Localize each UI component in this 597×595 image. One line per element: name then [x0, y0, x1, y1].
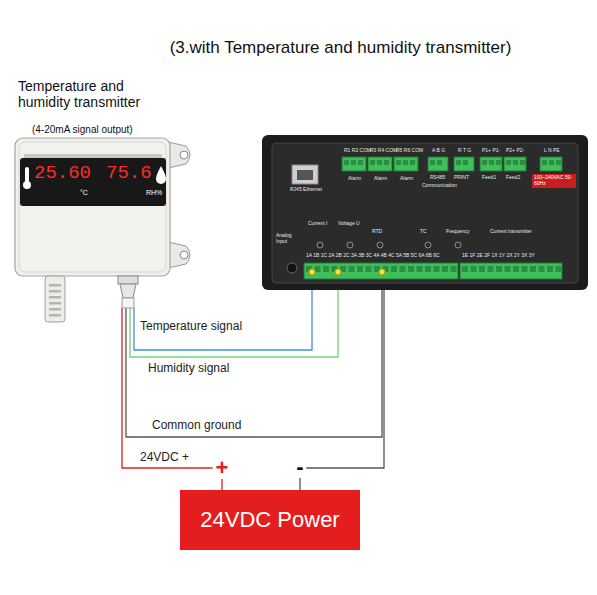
panel-terminal-label: Communication: [422, 183, 457, 189]
panel-terminal-label: R3 R4 COM: [370, 148, 397, 154]
polarity-sign: +: [213, 457, 232, 479]
panel-terminal-label: Current transmitter: [490, 229, 532, 235]
controller-illustration: [262, 135, 588, 290]
display-unit: °C: [80, 189, 88, 197]
panel-terminal-label: 1E 1F 2E 2F 1X 1Y 2X 2Y 3X 3Y: [462, 253, 535, 259]
panel-terminal-label: 100~240VAC 50-60Hz: [532, 174, 576, 188]
signal-wire: [134, 290, 312, 350]
transmitter-illustration: [10, 72, 200, 332]
panel-terminal-label: R T G: [458, 148, 471, 154]
panel-terminal-label: Frequency: [446, 229, 470, 235]
wire-label: Common ground: [152, 419, 241, 433]
panel-terminal-label: RS485: [430, 175, 445, 181]
polarity-sign: -: [293, 456, 306, 478]
panel-terminal-label: Alarm: [374, 176, 387, 182]
signal-wire: [122, 308, 222, 490]
wire-label: Humidity signal: [148, 362, 229, 376]
panel-terminal-label: 1A 1B 1C 2A 2B 2C 3A 3B 3C 4A 4B 4C 5A 5…: [306, 253, 440, 259]
wire-label: 24VDC +: [140, 451, 189, 465]
display-unit: RH%: [146, 189, 162, 197]
controller-panel: RJ45 Ethernet R1 R2 COMR3 R4 COMR5 R6 COM…: [262, 135, 588, 290]
diagram-title: (3.with Temperature and humidity transmi…: [0, 38, 597, 58]
device-heading: Temperature and humidity transmitter: [18, 78, 168, 110]
device-subheading: (4-20mA signal output): [32, 124, 133, 136]
panel-terminal-label: Analog Input: [276, 233, 300, 245]
panel-terminal-label: P1+ P1-: [482, 148, 500, 154]
panel-terminal-label: Feed2: [506, 175, 520, 181]
panel-terminal-label: R1 R2 COM: [344, 148, 371, 154]
panel-terminal-label: L N PE: [544, 148, 560, 154]
wire-label: Temperature signal: [140, 320, 242, 334]
panel-terminal-label: R5 R6 COM: [396, 148, 423, 154]
panel-terminal-label: RTD: [372, 229, 382, 235]
power-label: 24VDC Power: [200, 507, 339, 532]
transmitter-device: Temperature and humidity transmitter (4-2…: [10, 72, 195, 308]
signal-wire: [126, 290, 382, 437]
panel-terminal-label: TC: [420, 229, 427, 235]
display-humidity: 75.6: [106, 163, 152, 185]
signal-wire: [300, 290, 384, 490]
panel-terminal-label: Voltage U: [338, 221, 360, 227]
panel-terminal-label: PRINT: [454, 175, 469, 181]
display-temperature: 25.60: [34, 163, 91, 185]
power-supply-box: 24VDC Power: [180, 490, 360, 550]
panel-terminal-label: Current I: [308, 221, 327, 227]
panel-terminal-label: Alarm: [348, 176, 361, 182]
signal-wire: [130, 290, 338, 357]
panel-terminal-label: P2+ P2-: [506, 148, 524, 154]
panel-terminal-label: RJ45 Ethernet: [290, 187, 322, 193]
panel-terminal-label: A B G: [432, 148, 445, 154]
panel-terminal-label: Alarm: [400, 176, 413, 182]
panel-terminal-label: Feed1: [482, 175, 496, 181]
